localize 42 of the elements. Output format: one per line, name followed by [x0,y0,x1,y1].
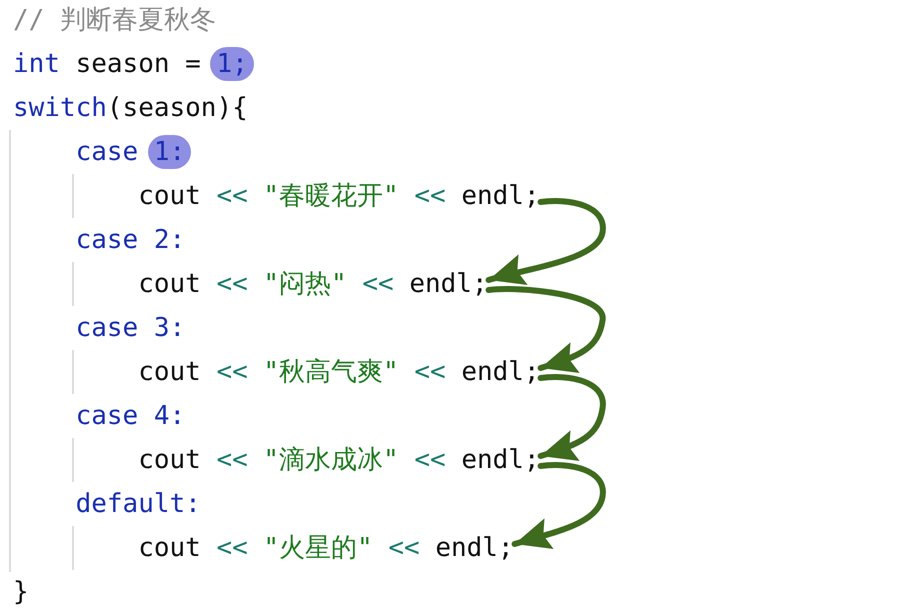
code-text: endl; [461,356,540,389]
code-text: endl; [461,180,540,213]
code-text: cout [138,444,201,477]
code-text: endl; [435,532,514,565]
keyword: int [13,48,60,81]
operator: << [216,180,248,213]
operator: << [216,268,248,301]
code-text: cout [138,268,201,301]
operator: << [362,268,394,301]
string-literal: "春暖花开" [263,180,399,213]
keyword: switch [13,92,107,125]
highlighted-value: 1: [148,135,192,169]
string-literal: "滴水成冰" [263,444,399,477]
case-label: case 3: [76,312,186,345]
operator: << [414,356,446,389]
code-text: (season){ [106,92,248,125]
arrow [538,374,606,461]
case-label: default: [76,488,201,521]
code-text: cout [138,532,201,565]
arrow [486,286,606,373]
code-text: } [13,576,29,609]
string-literal: "火星的" [263,532,373,565]
code-text: season = [76,48,201,81]
keyword: case [76,136,138,169]
case-label: case 4: [76,400,186,433]
string-literal: "秋高气爽" [263,356,399,389]
highlighted-value: 1; [210,47,254,81]
code-text: endl; [461,444,540,477]
operator: << [414,180,446,213]
code-text: endl; [409,268,488,301]
code-text: cout [138,180,201,213]
operator: << [216,444,248,477]
operator: << [388,532,420,565]
code-comment: // 判断春夏秋冬 [13,4,216,37]
operator: << [216,356,248,389]
arrow [512,462,606,550]
operator: << [414,444,446,477]
operator: << [216,532,248,565]
code-text: cout [138,356,201,389]
arrow [486,198,606,286]
string-literal: "闷热" [263,268,347,301]
case-label: case 2: [76,224,186,257]
